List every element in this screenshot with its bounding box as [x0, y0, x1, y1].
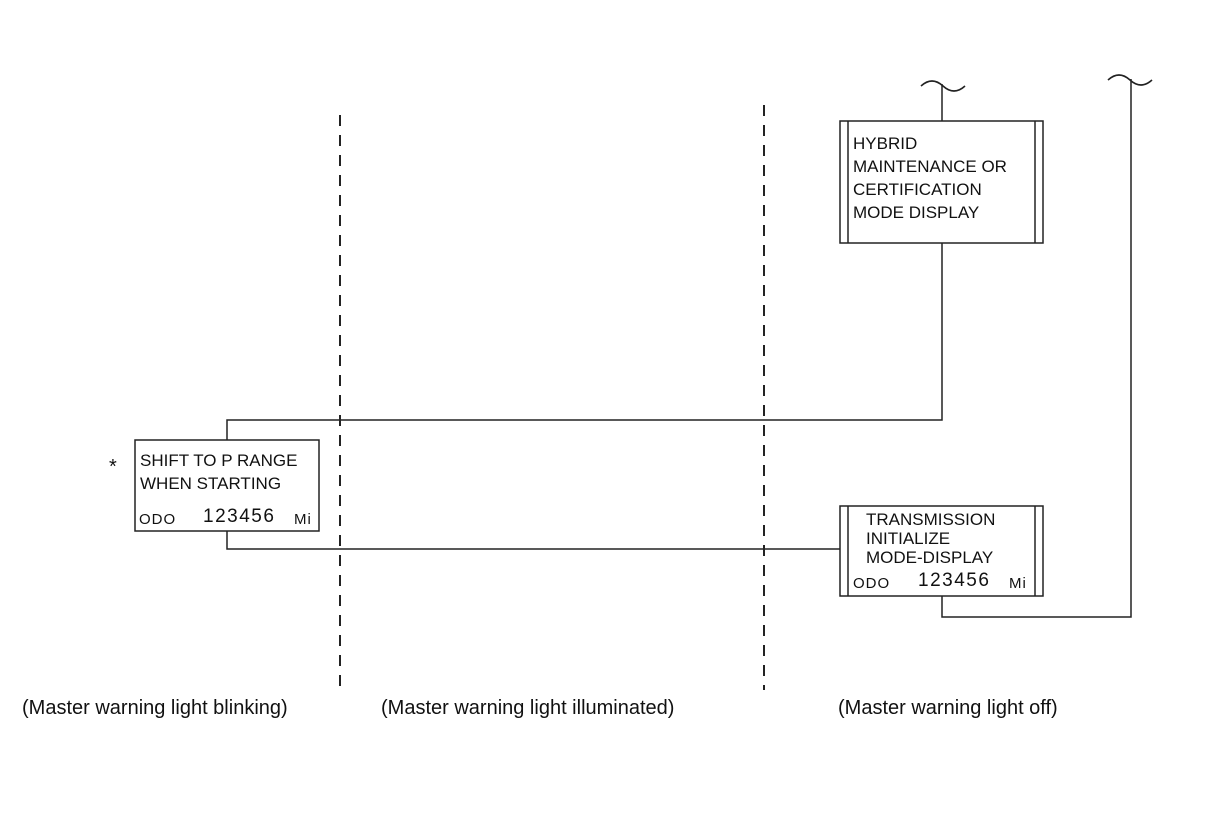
connector-shift-to-transmission	[226, 531, 840, 550]
shift-box-odo-label: ODO	[139, 511, 177, 528]
transmission-box-odo-label: ODO	[853, 575, 891, 592]
connector-hybrid-to-shift	[226, 243, 943, 440]
transmission-box-line-3: MODE-DISPLAY	[866, 548, 994, 567]
transmission-box-line-2: INITIALIZE	[866, 529, 951, 548]
shift-box-odo-value: 123456	[203, 506, 276, 527]
shift-box-odo-unit: Mi	[294, 511, 312, 528]
transmission-box-odo-value: 123456	[918, 570, 991, 591]
transmission-box-line-1: TRANSMISSION	[866, 510, 996, 529]
hybrid-box-line-1: HYBRID	[853, 134, 918, 153]
caption-master-warning-illuminated: (Master warning light illuminated)	[381, 697, 675, 719]
break-mark-hybrid	[920, 80, 966, 92]
shift-box-line-1: SHIFT TO P RANGE	[140, 451, 298, 470]
caption-master-warning-blinking: (Master warning light blinking)	[22, 697, 288, 719]
hybrid-box-line-2: MAINTENANCE OR	[853, 157, 1007, 176]
shift-box-line-2: WHEN STARTING	[140, 474, 282, 493]
caption-master-warning-off: (Master warning light off)	[838, 697, 1058, 719]
hybrid-maintenance-box	[839, 120, 1044, 244]
shift-to-p-range-box	[134, 439, 320, 532]
connector-transmission-loop	[941, 79, 1132, 618]
asterisk-note-marker: *	[109, 456, 117, 478]
hybrid-box-line-3: CERTIFICATION	[853, 180, 982, 199]
transmission-initialize-box	[839, 505, 1044, 597]
hybrid-box-line-4: MODE DISPLAY	[853, 203, 980, 222]
transmission-box-odo-unit: Mi	[1009, 575, 1027, 592]
break-mark-transmission	[1107, 74, 1153, 86]
